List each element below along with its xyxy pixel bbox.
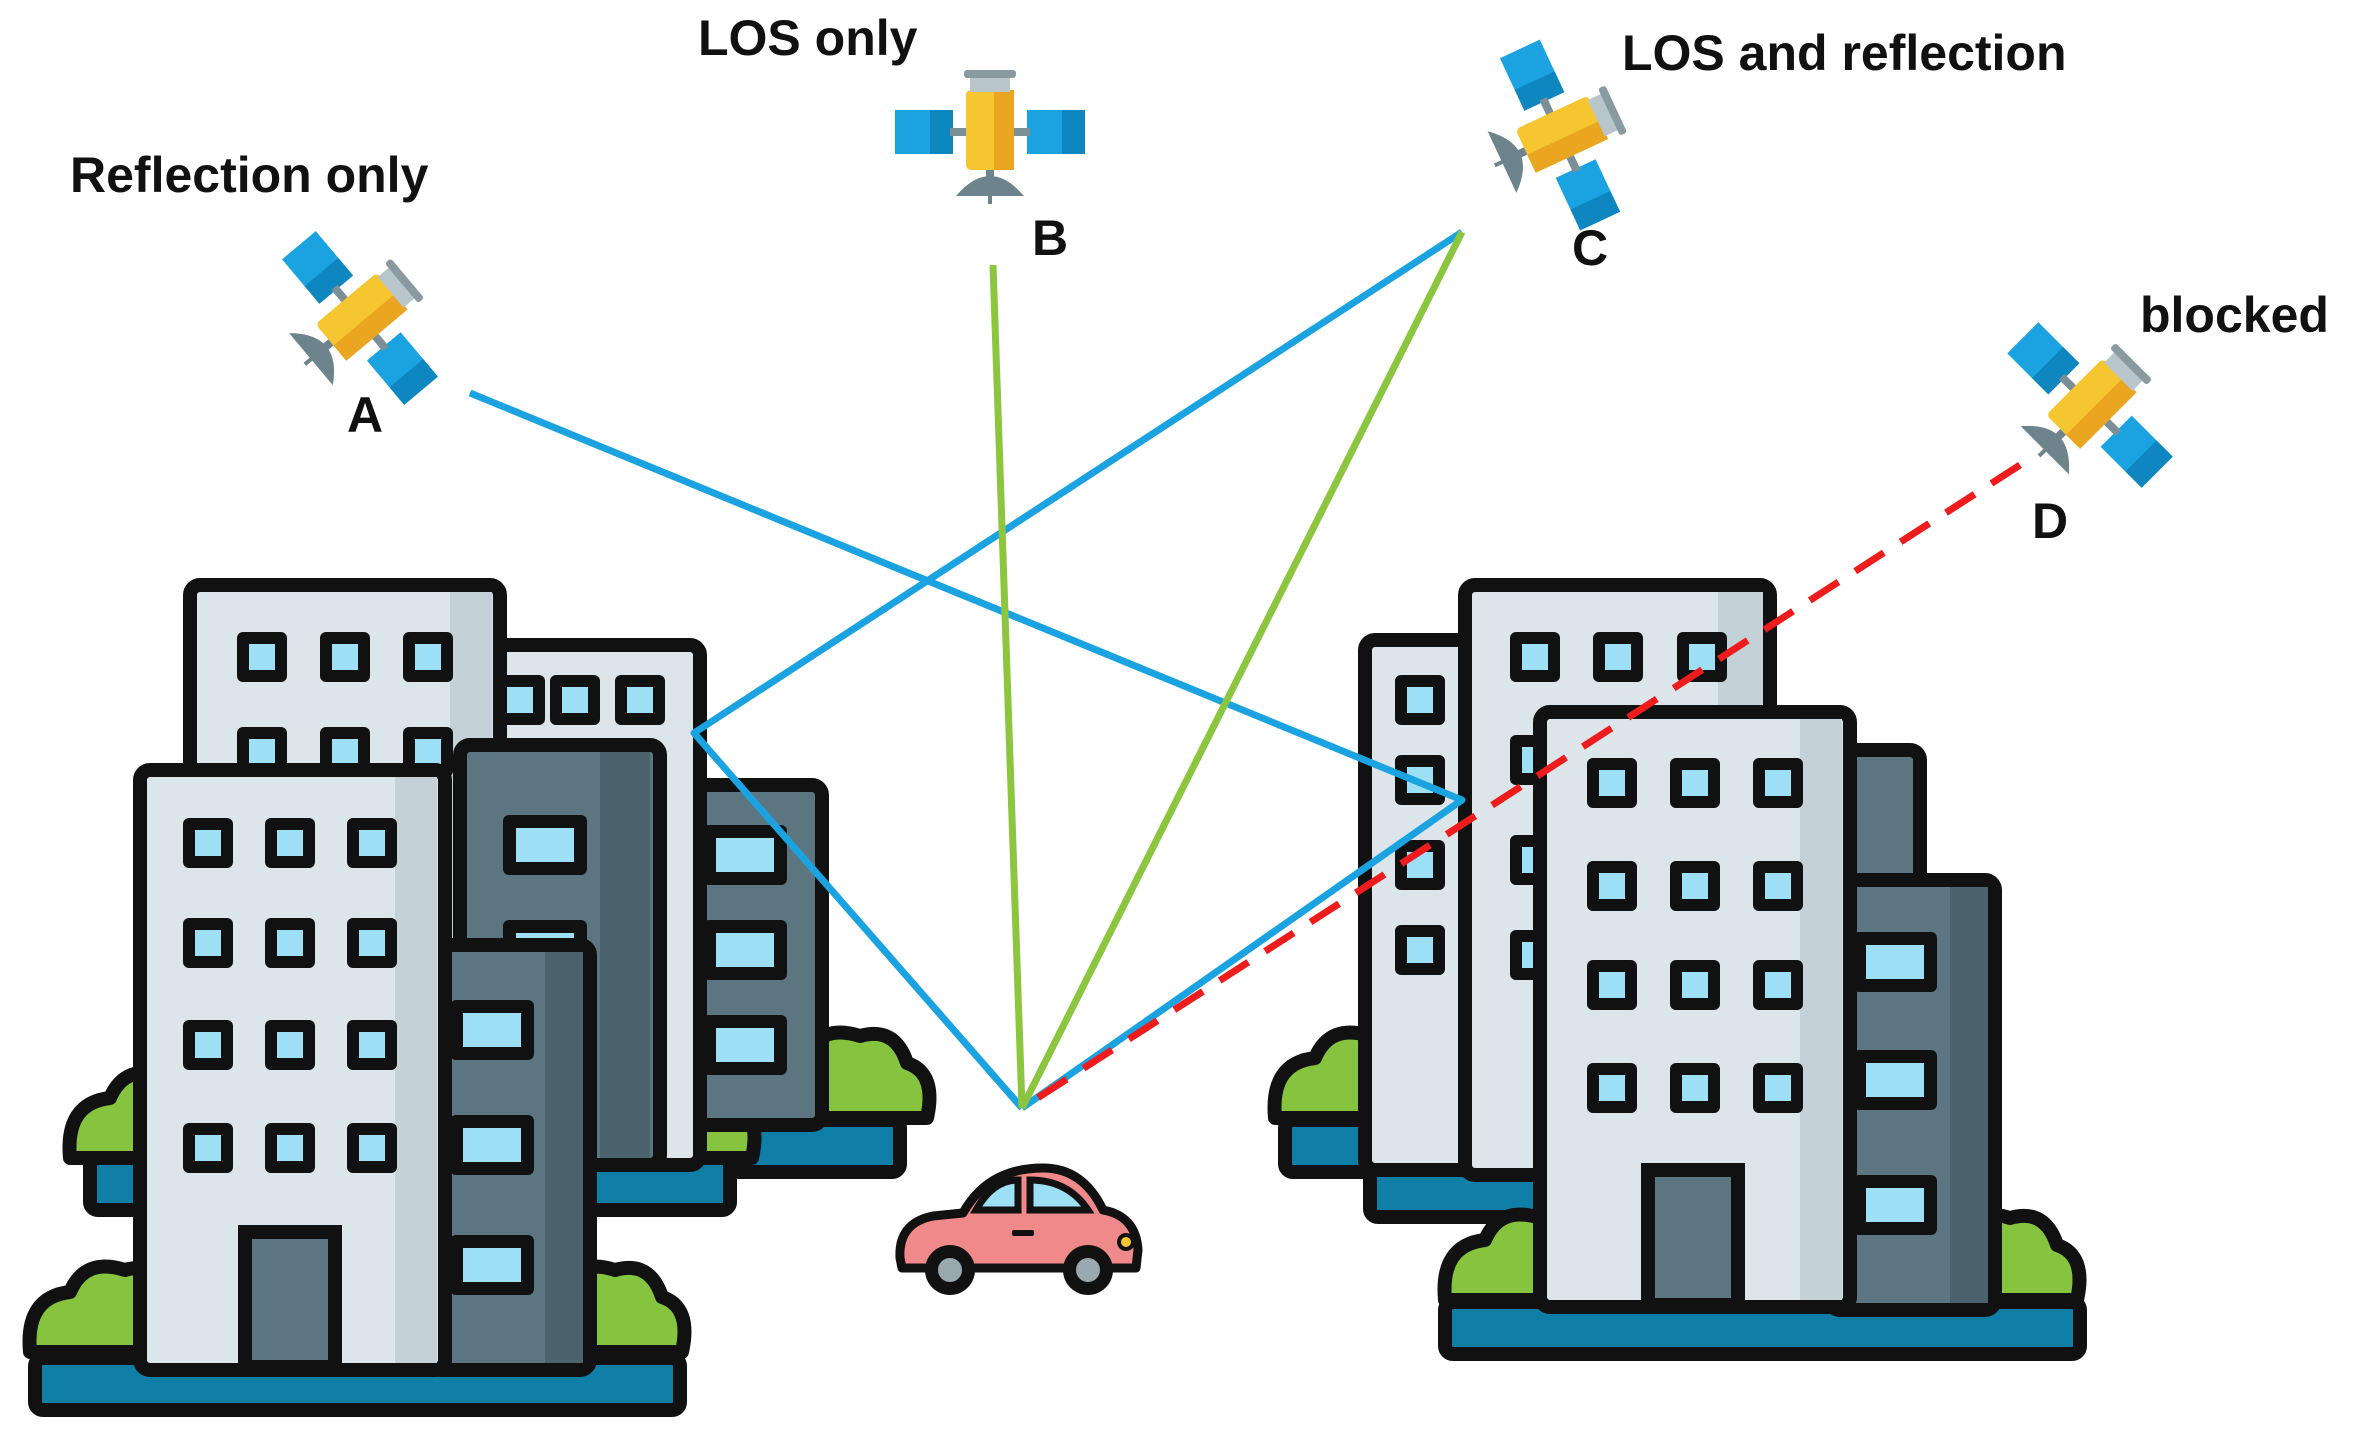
satellite-caption: LOS and reflection (1622, 25, 2067, 81)
building-icon (1823, 873, 2002, 1317)
car-icon (900, 1168, 1138, 1295)
satellite-caption: blocked (2140, 287, 2329, 343)
satellite-b: B LOS only (698, 0, 1146, 289)
building-icon (1533, 705, 1857, 1314)
building-icon (133, 763, 452, 1377)
path-c-reflection (690, 229, 1464, 1111)
signal-paths (468, 229, 2022, 1111)
satellite-c: C LOS and reflection (1398, 0, 2067, 292)
satellite-caption: Reflection only (70, 147, 429, 203)
left-building-cluster (30, 578, 930, 1417)
satellite-letter: B (1032, 210, 1068, 266)
path-d-blocked (1020, 462, 2022, 1111)
building-icon (423, 938, 597, 1377)
path-c-los (1018, 230, 1466, 1110)
path-a-reflection (468, 389, 1466, 1111)
satellite-d: D blocked (1945, 274, 2329, 549)
satellite-letter: D (2032, 493, 2068, 549)
satellite-letter: A (347, 387, 383, 443)
satellite-letter: C (1572, 220, 1608, 276)
right-building-cluster (1275, 578, 2087, 1361)
path-b-los (989, 264, 1026, 1109)
satellite-a: A Reflection only (70, 147, 504, 462)
satellite-caption: LOS only (698, 10, 918, 66)
